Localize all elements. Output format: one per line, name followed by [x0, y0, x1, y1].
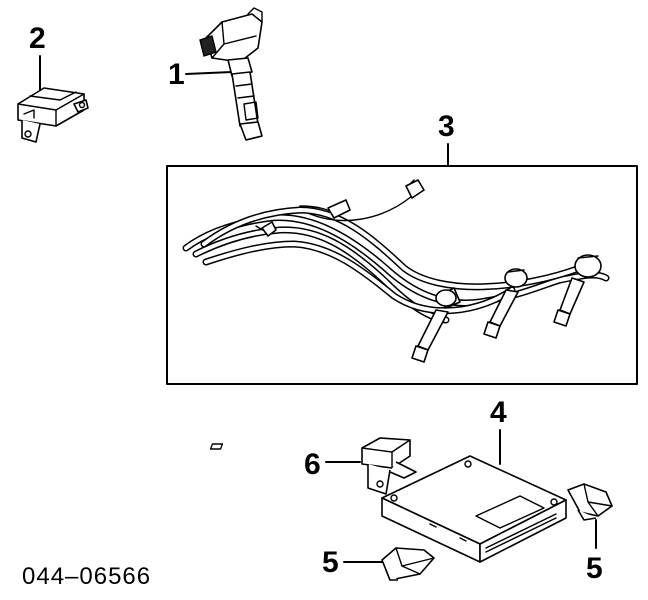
leader-line-1: [185, 71, 233, 75]
callout-6: 6: [304, 448, 321, 481]
engine-control-unit: [381, 455, 567, 563]
ignition-wire-harness: [182, 179, 610, 363]
spark-plug-boot-3: [553, 254, 602, 327]
diagram-part-number: 044–06566: [22, 563, 151, 590]
callout-3: 3: [438, 110, 455, 143]
harness-frame: [166, 165, 638, 385]
ignition-coil: [199, 7, 263, 141]
ecu-bracket: [209, 437, 417, 495]
callout-1: 1: [168, 58, 185, 91]
spark-plug-boot-1: [411, 287, 461, 363]
callout-5-right: 5: [586, 552, 603, 585]
ecu-clip-left: [381, 547, 435, 581]
igniter-module: [17, 87, 89, 143]
callout-4: 4: [490, 396, 507, 429]
callout-5-left: 5: [322, 546, 339, 579]
spark-plug-boot-2: [483, 268, 528, 339]
callout-2: 2: [29, 22, 46, 55]
ecu-clip-right: [567, 483, 613, 521]
